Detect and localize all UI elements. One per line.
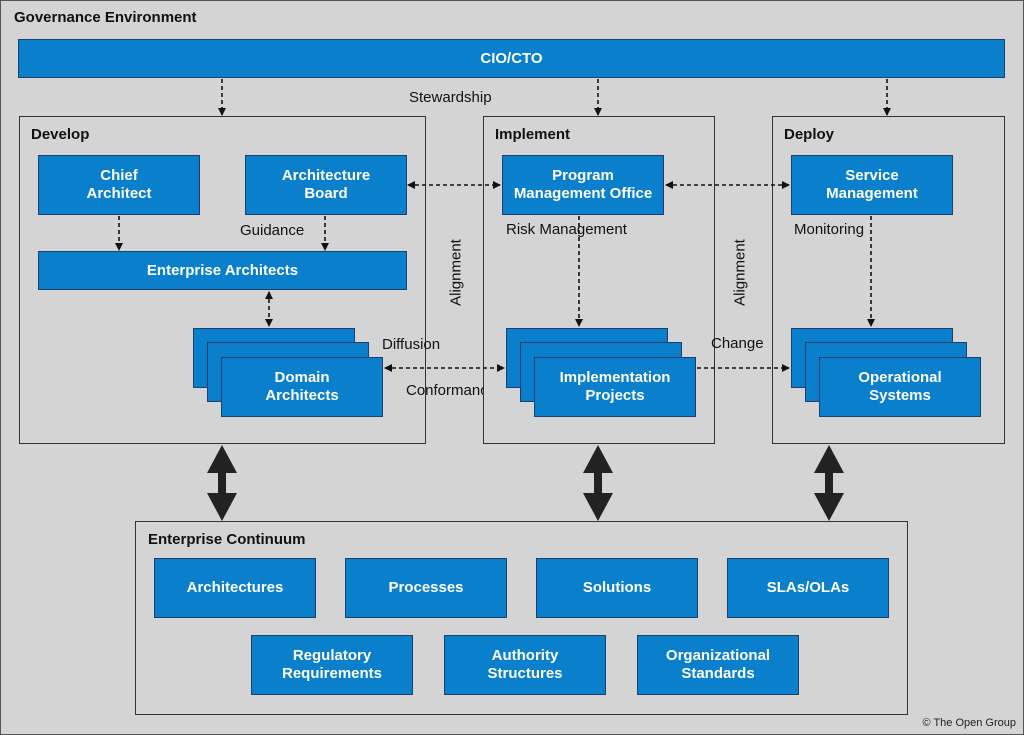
architecture-board-box: Architecture Board	[245, 155, 407, 215]
stewardship-label: Stewardship	[409, 89, 492, 106]
deploy-title: Deploy	[784, 126, 835, 143]
solutions-label: Solutions	[582, 579, 652, 596]
architecture-board-line2: Board	[304, 185, 348, 202]
regulatory-requirements-line1: Regulatory	[292, 647, 372, 664]
change-label: Change	[711, 335, 764, 352]
develop-continuum-big-arrow	[207, 445, 237, 521]
regulatory-requirements-box: Regulatory Requirements	[251, 635, 413, 695]
cio-cto-label: CIO/CTO	[480, 49, 543, 67]
regulatory-requirements-line2: Requirements	[281, 665, 383, 682]
slas-olas-box: SLAs/OLAs	[727, 558, 889, 618]
implementation-projects-line1: Implementation	[559, 369, 671, 386]
solutions-box: Solutions	[536, 558, 698, 618]
monitoring-label: Monitoring	[794, 221, 865, 238]
domain-architects-line1: Domain	[274, 369, 330, 386]
architectures-box: Architectures	[154, 558, 316, 618]
authority-structures-box: Authority Structures	[444, 635, 606, 695]
implementation-projects-box: Implementation Projects	[534, 357, 696, 417]
enterprise-architects-label: Enterprise Architects	[146, 261, 299, 279]
authority-structures-line1: Authority	[491, 647, 559, 664]
implementation-projects-line2: Projects	[585, 387, 645, 404]
implement-title: Implement	[495, 126, 571, 143]
implement-continuum-big-arrow	[583, 445, 613, 521]
diffusion-label: Diffusion	[382, 336, 441, 353]
operational-systems-line2: Systems	[869, 387, 931, 404]
domain-architects-line2: Architects	[265, 387, 339, 404]
chief-architect-box: Chief Architect	[38, 155, 200, 215]
deploy-continuum-big-arrow	[814, 445, 844, 521]
service-management-line2: Management	[826, 185, 918, 202]
organizational-standards-box: Organizational Standards	[637, 635, 799, 695]
service-management-box: Service Management	[791, 155, 953, 215]
pmo-line2: Management Office	[513, 185, 653, 202]
domain-architects-box: Domain Architects	[221, 357, 383, 417]
operational-systems-box: Operational Systems	[819, 357, 981, 417]
enterprise-architects-box: Enterprise Architects	[38, 251, 407, 290]
risk-management-label: Risk Management	[506, 221, 627, 238]
copyright-notice: © The Open Group	[922, 717, 1016, 729]
authority-structures-line2: Structures	[487, 665, 563, 682]
pmo-box: Program Management Office	[502, 155, 664, 215]
pmo-line1: Program	[552, 167, 614, 184]
cio-cto-box: CIO/CTO	[18, 39, 1005, 78]
architecture-board-line1: Architecture	[281, 167, 371, 184]
guidance-label: Guidance	[240, 222, 305, 239]
conformance-label: Conformance	[406, 382, 497, 399]
governance-title: Governance Environment	[14, 9, 197, 26]
develop-title: Develop	[31, 126, 90, 143]
architectures-label: Architectures	[186, 579, 284, 596]
service-management-line1: Service	[845, 167, 899, 184]
organizational-standards-line1: Organizational	[665, 647, 771, 664]
chief-architect-line2: Architect	[86, 185, 152, 202]
processes-label: Processes	[388, 579, 464, 596]
enterprise-continuum-title: Enterprise Continuum	[148, 531, 306, 548]
processes-box: Processes	[345, 558, 507, 618]
slas-olas-label: SLAs/OLAs	[766, 579, 850, 596]
chief-architect-line1: Chief	[100, 167, 138, 184]
organizational-standards-line2: Standards	[681, 665, 755, 682]
operational-systems-line1: Operational	[858, 369, 942, 386]
